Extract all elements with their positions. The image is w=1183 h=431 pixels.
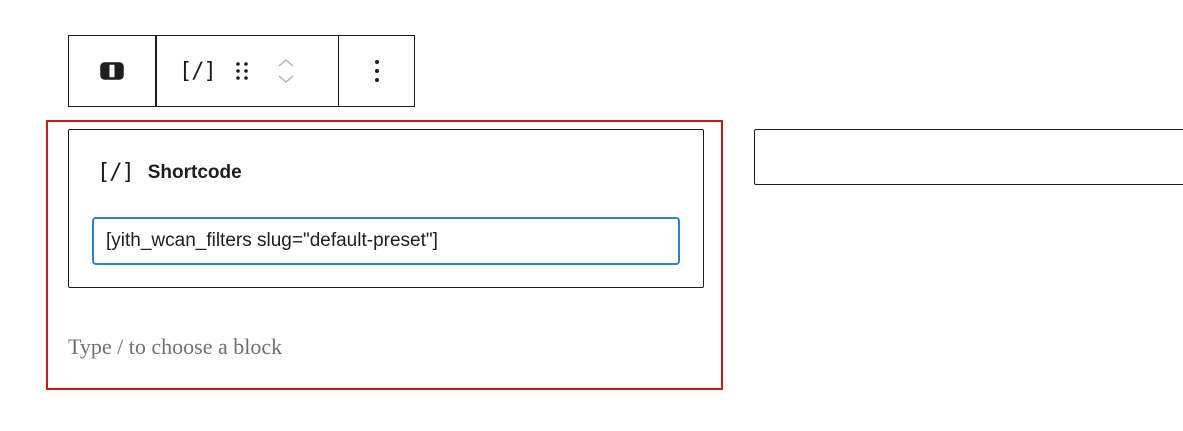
shortcode-icon: [/] <box>97 160 135 185</box>
block-type-button[interactable]: [/] <box>179 58 217 84</box>
block-mover <box>276 57 296 85</box>
move-down-button[interactable] <box>276 74 296 85</box>
block-toolbar: [/] <box>156 35 415 107</box>
block-options-button[interactable] <box>373 58 381 84</box>
adjacent-block[interactable] <box>754 129 1183 185</box>
columns-icon <box>100 62 124 80</box>
shortcode-block[interactable]: [/] Shortcode <box>68 129 704 288</box>
shortcode-icon: [/] <box>179 58 217 84</box>
chevron-up-icon <box>278 58 294 67</box>
drag-handle[interactable] <box>234 59 250 83</box>
drag-handle-icon <box>235 62 248 80</box>
shortcode-block-header: [/] Shortcode <box>97 160 242 185</box>
select-parent-block-button[interactable] <box>68 35 156 107</box>
selected-block-outline <box>46 120 723 390</box>
move-up-button[interactable] <box>276 57 296 68</box>
chevron-down-icon <box>278 75 294 84</box>
block-appender-placeholder[interactable]: Type / to choose a block <box>68 334 283 359</box>
shortcode-block-title: Shortcode <box>147 161 242 183</box>
block-toolbar-group: [/] <box>157 36 338 106</box>
more-vertical-icon <box>374 60 379 82</box>
block-options-group <box>338 36 414 106</box>
shortcode-input[interactable] <box>92 217 680 265</box>
